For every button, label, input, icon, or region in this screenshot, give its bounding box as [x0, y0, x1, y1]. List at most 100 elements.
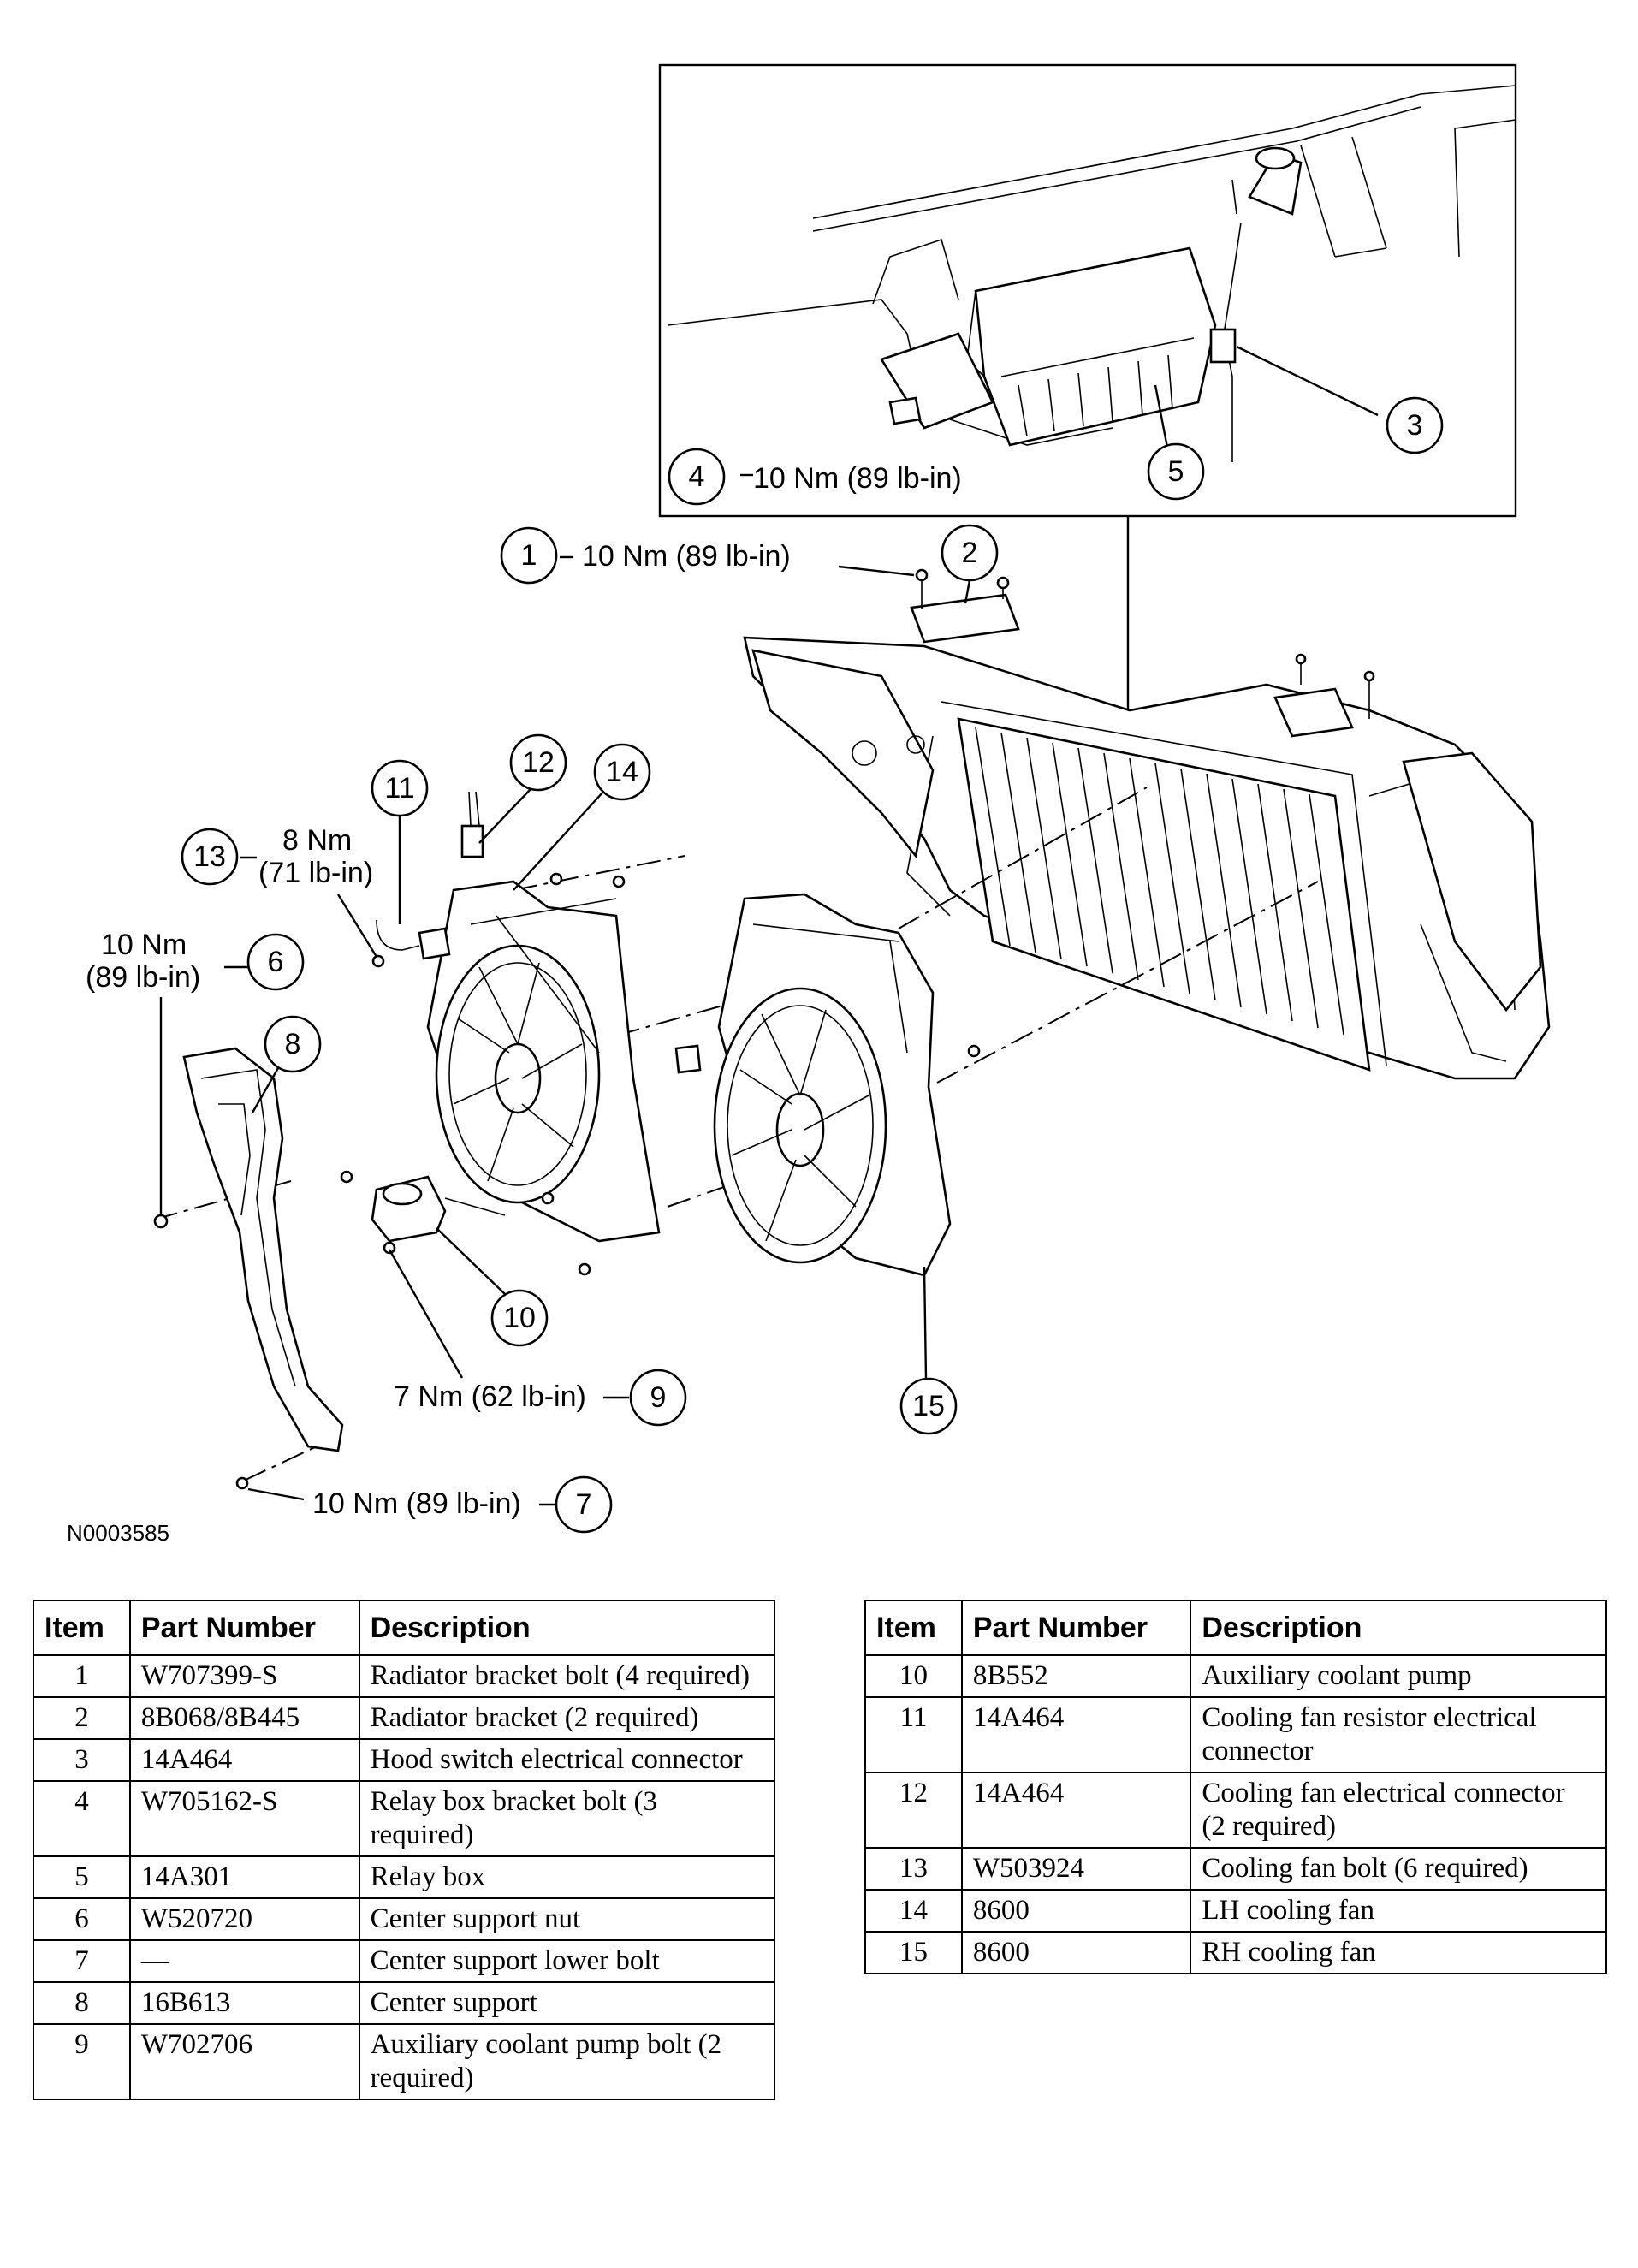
callout-8: [264, 1015, 322, 1073]
radiator-support-assembly: [743, 568, 1551, 1080]
description-cell: Radiator bracket bolt (4 required): [358, 1654, 776, 1697]
description-cell: Relay box bracket bolt (3 required): [358, 1780, 776, 1856]
description-cell: Cooling fan resistor electrical connecto…: [1190, 1696, 1607, 1772]
callout-15: [899, 1377, 958, 1435]
item-cell: 3: [33, 1738, 131, 1781]
table-row: 7—Center support lower bolt: [33, 1939, 776, 1982]
callout-4-torque-spec: 10 Nm (89 lb-in): [753, 462, 962, 495]
header-part-number: Part Number: [128, 1600, 360, 1656]
callout-13-torque-line2: (71 lb-in): [258, 857, 373, 889]
part-number-cell: 16B613: [128, 1981, 360, 2024]
header-description: Description: [358, 1600, 776, 1656]
part-number-cell: 8B068/8B445: [128, 1696, 360, 1739]
callout-5-number: 5: [1168, 455, 1184, 488]
auxiliary-coolant-pump: [371, 1175, 506, 1243]
part-number-cell: 14A464: [960, 1772, 1192, 1848]
callout-1-number: 1: [521, 539, 537, 572]
description-cell: Center support: [358, 1981, 776, 2024]
item-cell: 14: [864, 1889, 963, 1932]
callout-6: [246, 933, 305, 991]
item-cell: 6: [33, 1897, 131, 1940]
part-number-cell: W503924: [960, 1847, 1192, 1890]
callout-8-number: 8: [285, 1028, 301, 1060]
item-cell: 4: [33, 1780, 131, 1856]
callout-7-number: 7: [576, 1488, 592, 1521]
callout-15-number: 15: [912, 1390, 945, 1422]
item-cell: 8: [33, 1981, 131, 2024]
fan-bolts: [340, 872, 981, 1276]
part-number-cell: W702706: [128, 2023, 360, 2100]
callout-2-number: 2: [962, 537, 978, 569]
item-cell: 11: [864, 1696, 963, 1772]
center-support: [153, 1047, 344, 1490]
description-cell: LH cooling fan: [1190, 1889, 1607, 1932]
callout-1: [500, 526, 558, 585]
callout-13-number: 13: [193, 840, 226, 873]
part-number-cell: 8600: [960, 1889, 1192, 1932]
callout-9: [629, 1369, 687, 1427]
callout-4-number: 4: [689, 460, 705, 493]
callout-1-torque-spec: 10 Nm (89 lb-in): [582, 540, 791, 573]
callout-13-torque-line1: 8 Nm: [282, 824, 352, 857]
callout-12-number: 12: [522, 746, 555, 779]
item-cell: 13: [864, 1847, 963, 1890]
description-cell: Auxiliary coolant pump: [1190, 1654, 1607, 1697]
item-cell: 5: [33, 1855, 131, 1898]
item-cell: 10: [864, 1654, 963, 1697]
description-cell: Auxiliary coolant pump bolt (2 required): [358, 2023, 776, 2100]
relay-box-inset: 3 5 4 10 Nm (89 lb-in): [658, 63, 1517, 518]
callout-4: [668, 448, 726, 506]
item-cell: 7: [33, 1939, 131, 1982]
part-number-cell: 8B552: [960, 1654, 1192, 1697]
callout-12: [509, 733, 567, 792]
table-header-row: Item Part Number Description: [33, 1600, 776, 1656]
part-number-cell: 14A464: [960, 1696, 1192, 1772]
description-cell: Cooling fan electrical connector (2 requ…: [1190, 1772, 1607, 1848]
part-number-cell: W520720: [128, 1897, 360, 1940]
callout-10: [490, 1289, 549, 1347]
header-description: Description: [1190, 1600, 1607, 1656]
part-number-cell: 14A464: [128, 1738, 360, 1781]
description-cell: Radiator bracket (2 required): [358, 1696, 776, 1739]
callout-14-number: 14: [606, 756, 638, 788]
item-cell: 15: [864, 1931, 963, 1974]
callout-3-number: 3: [1407, 409, 1423, 442]
part-number-cell: 14A301: [128, 1855, 360, 1898]
description-cell: Cooling fan bolt (6 required): [1190, 1847, 1607, 1890]
callout-13: [181, 828, 239, 886]
description-cell: Relay box: [358, 1855, 776, 1898]
figure-reference-id: N0003585: [67, 1520, 169, 1546]
item-cell: 12: [864, 1772, 963, 1848]
callout-7: [555, 1475, 613, 1534]
lh-cooling-fan: [376, 791, 661, 1243]
item-cell: 9: [33, 2023, 131, 2100]
callout-10-number: 10: [503, 1302, 536, 1334]
description-cell: Center support lower bolt: [358, 1939, 776, 1982]
item-cell: 1: [33, 1654, 131, 1697]
callout-7-torque-spec: 10 Nm (89 lb-in): [312, 1487, 521, 1520]
description-cell: Hood switch electrical connector: [358, 1738, 776, 1781]
item-cell: 2: [33, 1696, 131, 1739]
callout-9-number: 9: [650, 1381, 667, 1414]
callout-14: [593, 743, 651, 801]
part-number-cell: W707399-S: [128, 1654, 360, 1697]
callout-9-torque-spec: 7 Nm (62 lb-in): [394, 1380, 586, 1413]
header-part-number: Part Number: [960, 1600, 1192, 1656]
header-item: Item: [864, 1600, 963, 1656]
callout-5: [1147, 442, 1205, 501]
description-cell: Center support nut: [358, 1897, 776, 1940]
